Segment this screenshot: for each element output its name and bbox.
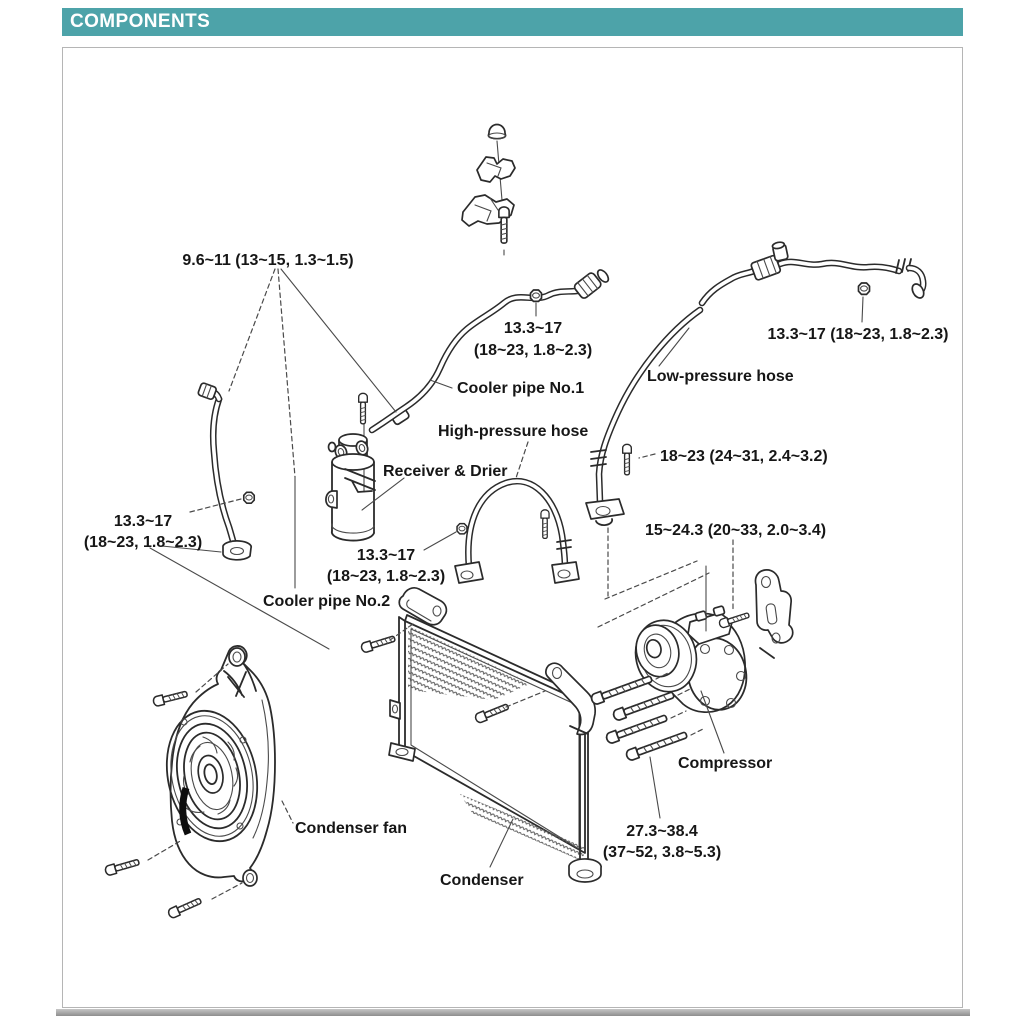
label-torque-compressor-bracket: 15~24.3 (20~33, 2.0~3.4) bbox=[645, 522, 826, 539]
label-high-pressure-hose: High-pressure hose bbox=[438, 423, 588, 440]
condenser-drawing bbox=[359, 586, 602, 883]
leader-lines bbox=[147, 268, 864, 900]
label-torque-compressor-line2: (37~52, 3.8~5.3) bbox=[603, 844, 721, 861]
diagram-labels: 9.6~11 (13~15, 1.3~1.5) 13.3~17 (18~23, … bbox=[84, 252, 949, 889]
low-pressure-hose-drawing bbox=[585, 241, 927, 526]
condenser-fan-drawing bbox=[103, 645, 276, 920]
label-cooler-pipe-1: Cooler pipe No.1 bbox=[457, 380, 584, 397]
label-torque-compressor-line1: 27.3~38.4 bbox=[626, 823, 698, 840]
receiver-drier-drawing bbox=[325, 392, 410, 542]
cooler-pipe-1-drawing bbox=[368, 269, 610, 434]
label-condenser: Condenser bbox=[440, 872, 524, 889]
label-torque-pipe1-line2: (18~23, 1.8~2.3) bbox=[474, 342, 592, 359]
label-receiver-drier: Receiver & Drier bbox=[383, 463, 508, 480]
label-torque-low-hose-right: 13.3~17 (18~23, 1.8~2.3) bbox=[767, 326, 948, 343]
compressor-drawing bbox=[589, 569, 794, 763]
label-torque-pipe2-line1: 13.3~17 bbox=[114, 513, 172, 530]
label-torque-pipe1-line1: 13.3~17 bbox=[504, 320, 562, 337]
label-compressor: Compressor bbox=[678, 755, 772, 772]
high-pressure-hose-drawing bbox=[454, 477, 580, 584]
bottom-divider bbox=[56, 1009, 970, 1016]
page-title: COMPONENTS bbox=[70, 11, 211, 32]
mounting-bracket-assembly bbox=[461, 123, 516, 256]
label-cooler-pipe-2: Cooler pipe No.2 bbox=[263, 593, 390, 610]
cooler-pipe-2-drawing bbox=[197, 382, 256, 561]
section-header: COMPONENTS bbox=[62, 8, 963, 36]
label-torque-pipe2-line2: (18~23, 1.8~2.3) bbox=[84, 534, 202, 551]
label-torque-high-hose-line1: 13.3~17 bbox=[357, 547, 415, 564]
label-condenser-fan: Condenser fan bbox=[295, 820, 407, 837]
label-torque-high-hose-line2: (18~23, 1.8~2.3) bbox=[327, 568, 445, 585]
label-torque-low-hose-fitting: 18~23 (24~31, 2.4~3.2) bbox=[660, 448, 828, 465]
label-low-pressure-hose: Low-pressure hose bbox=[647, 368, 794, 385]
label-torque-top-left: 9.6~11 (13~15, 1.3~1.5) bbox=[182, 252, 353, 269]
